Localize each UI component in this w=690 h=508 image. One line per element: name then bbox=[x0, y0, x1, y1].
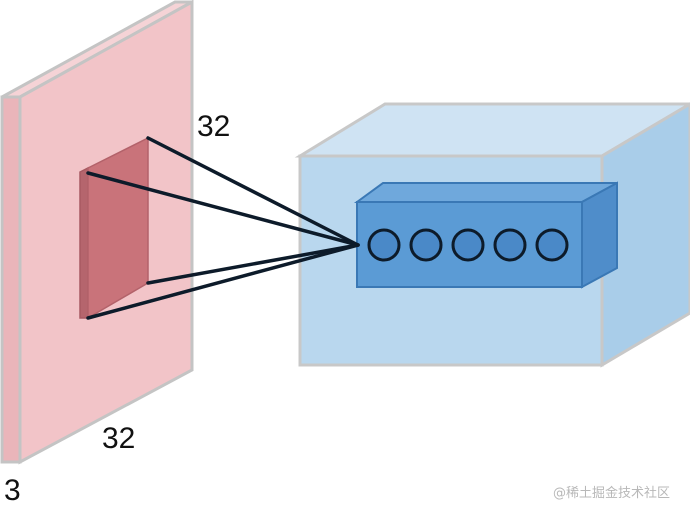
receptive-field-side bbox=[79, 166, 89, 319]
depth-label: 3 bbox=[4, 474, 21, 507]
neuron-4 bbox=[493, 228, 527, 262]
watermark-text: @稀土掘金技术社区 bbox=[553, 485, 670, 501]
neuron-1 bbox=[367, 228, 401, 262]
connection-line bbox=[86, 243, 360, 320]
connection-line bbox=[146, 243, 360, 285]
neuron-2 bbox=[409, 228, 443, 262]
connection-line bbox=[146, 136, 360, 247]
input-volume-side bbox=[0, 95, 22, 464]
depth-column bbox=[353, 181, 618, 289]
connection-line bbox=[86, 171, 360, 247]
depth-column-side bbox=[581, 181, 618, 289]
receptive-field bbox=[79, 136, 149, 320]
height-label: 32 bbox=[197, 110, 230, 143]
neuron-3 bbox=[451, 228, 485, 262]
neuron-group bbox=[367, 228, 569, 262]
depth-column-top bbox=[353, 182, 618, 203]
width-label: 32 bbox=[102, 422, 135, 455]
connection-lines bbox=[86, 136, 360, 320]
neuron-5 bbox=[535, 228, 569, 262]
